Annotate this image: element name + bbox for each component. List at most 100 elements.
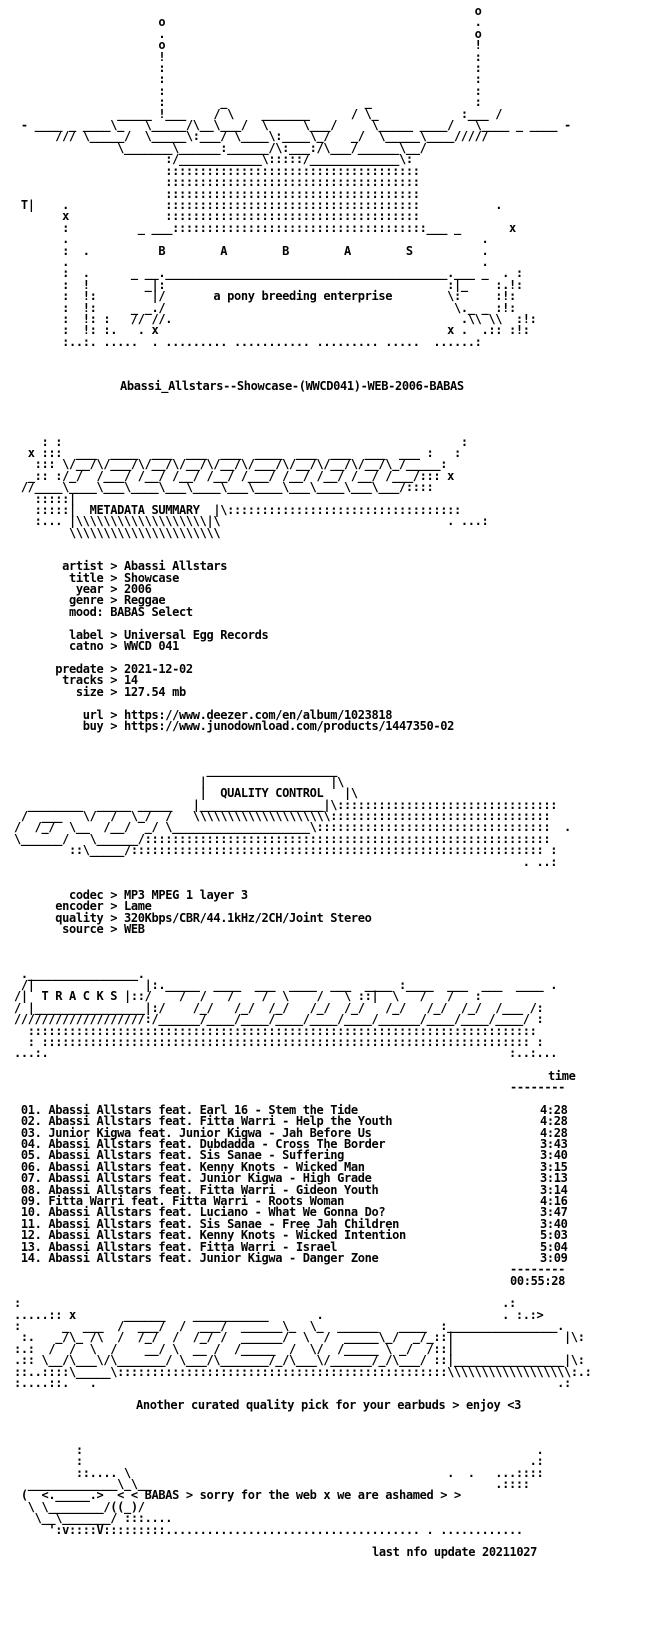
- tracks-art-prefix: /|: [14, 989, 42, 1004]
- metadata-line: tracks > 14: [14, 673, 138, 688]
- ascii-art-line: :::::::::::::::::::::::::::::::::::::: [14, 163, 420, 178]
- ascii-art-line: :..:. ..... . ......... ........... ....…: [14, 334, 482, 349]
- track-row: 11. Abassi Allstars feat. Sis Sanae - Fr…: [14, 1216, 634, 1231]
- track-number: 10.: [20, 1205, 49, 1220]
- track-title: Junior Kigwa feat. Junior Kigwa - Jah Be…: [48, 1125, 372, 1140]
- quality-line: encoder > Lame: [14, 899, 152, 914]
- ascii-art-line: : _ _ :: [14, 95, 482, 110]
- tracks-section: .________________. /| |:._____ ____ ___ …: [14, 967, 634, 1288]
- metadata-lines: artist > Abassi Allstars title > Showcas…: [14, 559, 634, 732]
- track-time: 5:04: [540, 1239, 568, 1254]
- ascii-art-line: o !: [14, 38, 482, 53]
- track-row: 07. Abassi Allstars feat. Junior Kigwa -…: [14, 1171, 634, 1186]
- track-title: Abassi Allstars feat. Fitta Warri - Help…: [48, 1114, 393, 1129]
- ascii-art-line: \ \________/((_)/: [14, 1499, 152, 1514]
- track-number: 05.: [20, 1148, 49, 1163]
- ascii-art-line: .:: \__/\___\/\_______/ \___/\_______/_/…: [14, 1353, 585, 1368]
- ascii-art-line: ! :: [14, 49, 482, 64]
- track-title: Abassi Allstars feat. Kenny Knots - Wick…: [48, 1159, 365, 1174]
- ascii-art-line: . ..:: [14, 854, 558, 869]
- tracks-time-header: time: [14, 1068, 634, 1083]
- ascii-art-line: ________ _____ _____ |__________________…: [14, 797, 558, 812]
- metadata-line: artist > Abassi Allstars: [14, 559, 228, 574]
- ascii-art-line: o: [14, 4, 482, 18]
- track-row: 14. Abassi Allstars feat. Junior Kigwa -…: [14, 1250, 634, 1265]
- track-number: 08.: [20, 1182, 49, 1197]
- track-number: 01.: [20, 1102, 49, 1117]
- metadata-line: genre > Reggae: [14, 593, 166, 608]
- ascii-art-line: \_______\______:______/\:___:/\___/_____…: [14, 140, 427, 155]
- ascii-art-line: //____\____\___\____\___\____\___\____\_…: [14, 480, 434, 495]
- ascii-art-line: : .:: [14, 1454, 544, 1469]
- track-title: Abassi Allstars feat. Dubdadda - Cross T…: [48, 1136, 386, 1151]
- ascii-art-line: . .: [14, 254, 489, 269]
- metadata-section-title: METADATA SUMMARY: [89, 503, 200, 518]
- track-number: 06.: [20, 1159, 49, 1174]
- track-title: Abassi Allstars feat. Sis Sanae - Suffer…: [48, 1148, 344, 1163]
- track-row: 06. Abassi Allstars feat. Kenny Knots - …: [14, 1159, 634, 1174]
- track-row: 02. Abassi Allstars feat. Fitta Warri - …: [14, 1114, 634, 1129]
- tracks-art-suffix: |::/ / / / / \ / \ ::| \ / / :: [117, 989, 482, 1004]
- ascii-art-line: T| . :::::::::::::::::::::::::::::::::::…: [14, 197, 503, 212]
- metadata-line: size > 127.54 mb: [14, 684, 186, 699]
- quality-line: quality > 320Kbps/CBR/44.1kHz/2CH/Joint …: [14, 910, 372, 925]
- ascii-art-line: - ____ _ ____\_ \_____/\__\___/ \ \___/ …: [14, 118, 571, 133]
- track-number: 14.: [20, 1250, 49, 1265]
- track-title: Abassi Allstars feat. Junior Kigwa - Dan…: [48, 1250, 379, 1265]
- track-time: 4:28: [540, 1102, 568, 1117]
- ascii-art-line: ':v::::V:::::::::.......................…: [14, 1522, 523, 1537]
- ascii-art-line: : _ ___ / ___/ / ___/ ______\_ \_ ______…: [14, 1319, 564, 1333]
- ascii-art-line: / |________________|:/ /_/ /_/ /_/ /_/ /…: [14, 1000, 544, 1015]
- footer-message: < < BABAS > sorry for the web x we are a…: [117, 1488, 461, 1503]
- metadata-line: predate > 2021-12-02: [14, 661, 193, 676]
- time-header-label: time: [548, 1068, 576, 1083]
- ascii-art-line: \__\_______/ :::....: [14, 1511, 173, 1526]
- track-number: 11.: [20, 1216, 49, 1231]
- quality-section: ___________________ | |\ | QUALITY CONTR…: [14, 763, 634, 937]
- track-time: 3:43: [540, 1136, 568, 1151]
- track-list: 01. Abassi Allstars feat. Earl 16 - Stem…: [14, 1102, 634, 1265]
- track-row: 08. Abassi Allstars feat. Fitta Warri - …: [14, 1182, 634, 1197]
- ascii-art-line: | |\: [14, 774, 345, 789]
- notes-art: : .:.....:: x ______ ___________ . . :.:…: [14, 1297, 634, 1389]
- track-number: 02.: [20, 1114, 49, 1129]
- ascii-art-line: .....:: x ______ ___________ . . :.:>: [14, 1307, 544, 1322]
- track-title: Fitta Warri feat. Fitta Warri - Roots Wo…: [48, 1193, 344, 1208]
- notes-text: Another curated quality pick for your ea…: [136, 1398, 521, 1413]
- footer-message-line: ( <._____.> < < BABAS > sorry for the we…: [14, 1488, 634, 1503]
- ascii-art-line: ::..::::\_____\:::::::::::::::::::::::::…: [14, 1364, 592, 1379]
- track-title: Abassi Allstars feat. Earl 16 - Stem the…: [48, 1102, 358, 1117]
- footer-section: : . : .: ::.... \: [14, 1444, 634, 1559]
- metadata-section: : : : x ::: ___ ____ ___ ___ ___ ____ __…: [14, 435, 634, 733]
- ascii-art-line: :::::::::::::::::::::::::::::::::::::: [14, 186, 420, 201]
- ascii-art-line: o .: [14, 15, 482, 30]
- ascii-art-line: :::::|: [14, 491, 77, 506]
- track-number: 03.: [20, 1125, 49, 1140]
- footer-art-prefix: ( <._____.>: [14, 1488, 118, 1503]
- quality-line: source > WEB: [14, 922, 145, 937]
- tracks-section-title: T R A C K S: [41, 989, 118, 1004]
- ascii-art-line: . .: [14, 232, 489, 247]
- ascii-art-line: : . B A B A S .: [14, 243, 489, 258]
- quality-line: codec > MP3 MPEG 1 layer 3: [14, 888, 248, 902]
- ascii-art-line: ::: \/__/\/___/\/__/\/__/\/__/\/___/\/__…: [14, 457, 448, 472]
- ascii-art-line: ::\_____/:::::::::::::::::::::::::::::::…: [14, 843, 558, 858]
- ascii-art-line: \\\\\\\\\\\\\\\\\\\\\\: [14, 525, 221, 540]
- track-row: 05. Abassi Allstars feat. Sis Sanae - Su…: [14, 1148, 634, 1163]
- ascii-art-line: : !: :. . x x . .:: :!:: [14, 323, 530, 338]
- track-number: 07.: [20, 1171, 49, 1186]
- metadata-art-suffix: |\::::::::::::::::::::::::::::::::::: [199, 503, 461, 518]
- metadata-line: year > 2006: [14, 582, 152, 597]
- track-time: 3:15: [540, 1159, 568, 1174]
- ascii-art-line: : ::::::::::::::::::::::::::::::::::::::…: [14, 1035, 544, 1050]
- quality-art-suffix: |\: [323, 786, 358, 801]
- ascii-art-line: : !: |/ a pony breeding enterprise \: :!…: [14, 289, 516, 304]
- tracks-art-top: .________________. /| |:._____ ____ ___ …: [14, 967, 634, 992]
- quality-art-top: ___________________ | |\: [14, 763, 634, 789]
- footer-art-bottom: \ \________/((_)/ \__\_______/ :::.... '…: [14, 1499, 634, 1537]
- ascii-art-line: _____ !___ / \ _______ / \_ :___ /: [14, 106, 503, 121]
- total-time: 00:55:28: [510, 1273, 565, 1288]
- metadata-line: catno > WWCD 041: [14, 639, 179, 654]
- ascii-art-line: ___________________: [14, 763, 338, 778]
- ascii-art-line: : :: [14, 72, 482, 87]
